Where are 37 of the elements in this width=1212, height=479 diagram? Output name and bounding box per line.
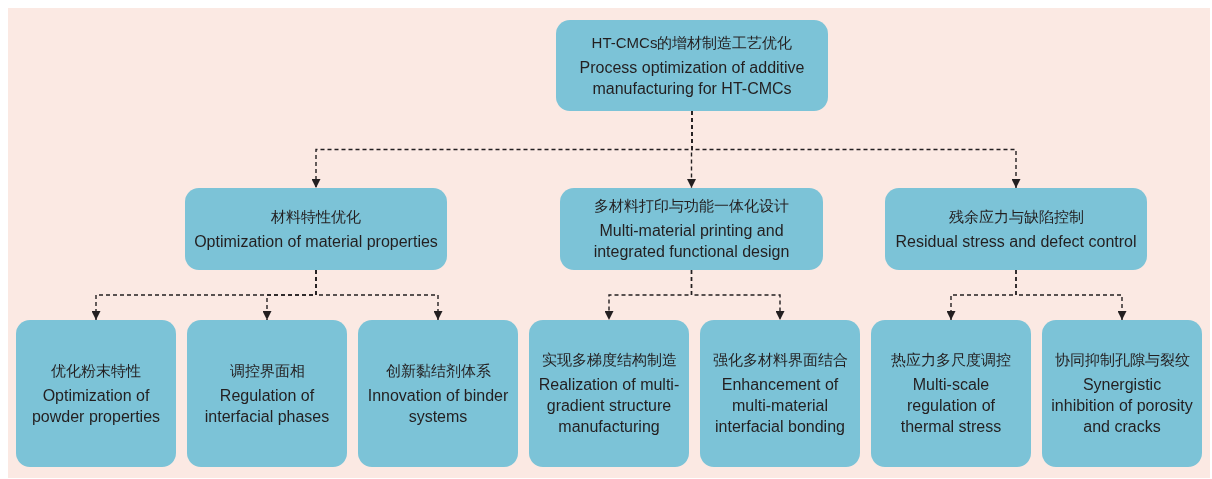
rounded-box (556, 20, 828, 111)
chinese-title: 创新黏结剂体系 (385, 360, 491, 381)
english-title: Enhancement of multi-material interfacial bonding (714, 375, 846, 437)
chinese-title: 热应力多尺度调控 (891, 350, 1011, 370)
rounded-box (16, 320, 176, 467)
dashed-arrow (315, 269, 443, 321)
chinese-title: 实现多梯度结构制造 (541, 350, 677, 370)
chinese-title: 强化多材料界面结合 (712, 350, 848, 370)
chinese-title: 残余应力与缺陷控制 (948, 206, 1084, 227)
english-title: Optimization of material properties (194, 231, 438, 252)
english-title: Innovation of binder systems (366, 385, 510, 427)
chinese-title: 协同抑制孔隙与裂纹 (1054, 350, 1190, 370)
rounded-box (560, 188, 823, 270)
english-title: Regulation of interfacial phases (203, 385, 331, 427)
rounded-box (358, 320, 518, 467)
english-title: Optimization of powder properties (30, 385, 162, 427)
dashed-arrow (691, 110, 1021, 189)
english-title: Residual stress and defect control (895, 231, 1137, 252)
rounded-box (185, 188, 447, 270)
rounded-box (1042, 320, 1202, 467)
chinese-title: 优化粉末特性 (51, 360, 141, 381)
rounded-box (885, 188, 1147, 270)
rounded-box (187, 320, 347, 467)
chinese-title: 多材料打印与功能一体化设计 (594, 196, 789, 216)
rounded-box (529, 320, 689, 467)
english-title: Multi-scale regulation of thermal stress (899, 375, 1003, 437)
chinese-title: 材料特性优化 (271, 206, 361, 227)
english-title: Realization of multi-gradient structure manufacturing (537, 375, 681, 437)
rounded-box (700, 320, 860, 467)
english-title: Multi-material printing and integrated functional design (592, 221, 791, 262)
chinese-title: HT-CMCs的增材制造工艺优化 (591, 32, 793, 53)
english-title: Process optimization of additive manufacturing for HT-CMCs (578, 57, 806, 99)
english-title: Synergistic inhibition of porosity and cracks (1050, 375, 1194, 437)
dashed-arrow (690, 269, 785, 321)
chinese-title: 调控界面相 (229, 360, 305, 381)
dashed-arrow (1015, 269, 1127, 321)
rounded-box (871, 320, 1031, 467)
